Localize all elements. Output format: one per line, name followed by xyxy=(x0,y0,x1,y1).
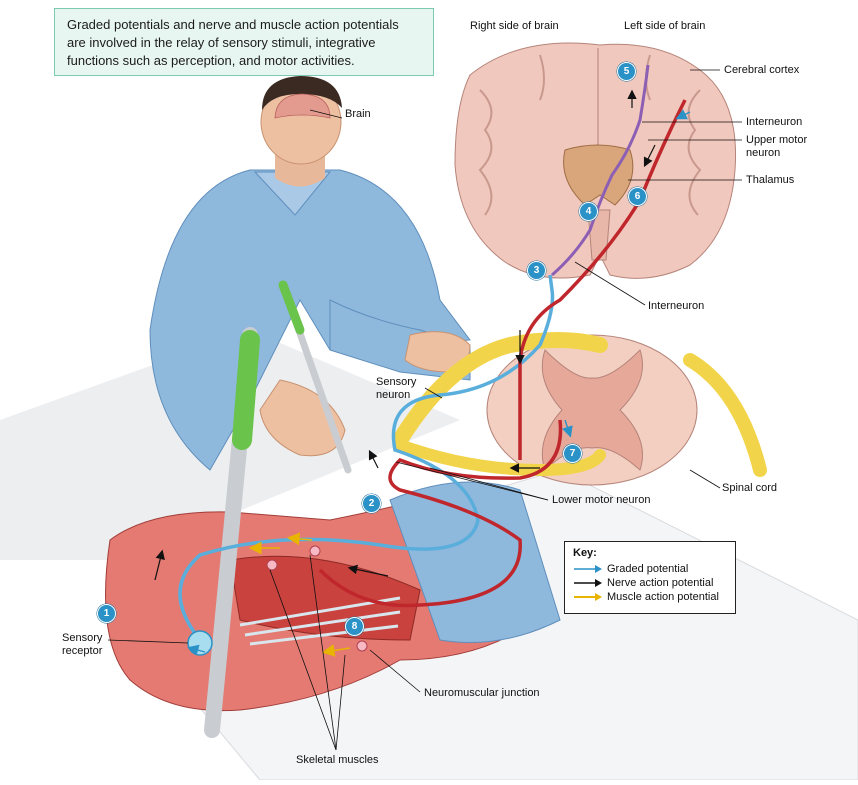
spinal-gray-matter xyxy=(541,349,643,471)
sensory-receptor-bulb xyxy=(187,630,213,656)
man-brain-visible xyxy=(274,93,331,119)
man-shirt xyxy=(149,169,471,471)
label-upper-motor-neuron: Upper motor neuron xyxy=(746,134,808,159)
step-badge-7: 7 xyxy=(563,444,582,463)
label-interneuron-top: Interneuron xyxy=(746,116,803,128)
man-hair xyxy=(262,76,342,110)
arrow-muscle-2 xyxy=(286,532,313,546)
nmj-3 xyxy=(356,640,368,652)
graded-arrow-icon xyxy=(574,565,602,573)
nmj-1 xyxy=(266,559,278,571)
nerve-dorsal xyxy=(392,332,608,448)
nerve-ventral xyxy=(394,439,606,477)
key-legend: Key: Graded potential Nerve action poten… xyxy=(564,541,736,614)
label-neuromuscular-junction: Neuromuscular junction xyxy=(424,687,540,699)
key-item-nerve: Nerve action potential xyxy=(573,576,727,590)
step-badge-5: 5 xyxy=(617,62,636,81)
label-thalamus: Thalamus xyxy=(746,174,795,186)
thalamus-region xyxy=(563,144,634,206)
label-brain: Brain xyxy=(345,108,371,120)
key-label-muscle: Muscle action potential xyxy=(607,591,719,603)
step-badge-8: 8 xyxy=(345,617,364,636)
brain-gyri xyxy=(478,54,702,216)
pen-back-grip xyxy=(278,280,305,335)
label-lower-motor-neuron: Lower motor neuron xyxy=(552,494,651,506)
label-sensory-neuron: Sensory neuron xyxy=(376,376,417,401)
arrow-muscle-3 xyxy=(321,644,351,657)
arrow-nerve-7 xyxy=(154,549,165,581)
forearm-sleeve xyxy=(389,481,561,643)
lower-motor-neuron-path xyxy=(318,419,563,608)
leader-lines xyxy=(107,69,742,751)
label-cerebral-cortex: Cerebral cortex xyxy=(724,64,800,76)
step-badge-6: 6 xyxy=(628,187,647,206)
sensory-neuron-path xyxy=(178,274,555,642)
label-left-side-of-brain: Left side of brain xyxy=(624,20,706,32)
label-right-side-of-brain: Right side of brain xyxy=(470,20,559,32)
arrow-nerve-4 xyxy=(643,144,656,168)
key-label-nerve: Nerve action potential xyxy=(607,577,714,589)
step-badge-4: 4 xyxy=(579,202,598,221)
label-skeletal-muscles: Skeletal muscles xyxy=(296,754,379,766)
label-spinal-cord: Spinal cord xyxy=(722,482,778,494)
nerve-arrow-icon xyxy=(574,579,602,587)
step-badge-2: 2 xyxy=(362,494,381,513)
key-item-graded: Graded potential xyxy=(573,562,727,576)
key-title: Key: xyxy=(573,547,597,559)
key-label-graded: Graded potential xyxy=(607,563,689,575)
pen-front-grip xyxy=(232,330,260,450)
nerve-right xyxy=(683,353,767,477)
arrow-nerve-1 xyxy=(368,449,379,469)
upper-motor-neuron-path xyxy=(518,99,687,460)
desk xyxy=(0,330,460,560)
step-badge-3: 3 xyxy=(527,261,546,280)
key-item-muscle: Muscle action potential xyxy=(573,590,727,604)
arrow-nerve-6 xyxy=(347,564,389,577)
label-interneuron-bottom: Interneuron xyxy=(648,300,705,312)
arrow-graded-1 xyxy=(675,109,691,120)
interneuron-path xyxy=(551,64,650,277)
muscle-arrow-icon xyxy=(574,593,602,601)
arrow-graded-2 xyxy=(562,419,573,438)
intro-text-box: Graded potentials and nerve and muscle a… xyxy=(54,8,434,76)
arrow-graded-3 xyxy=(187,644,206,656)
label-sensory-receptor: Sensory receptor xyxy=(62,632,103,657)
nmj-2 xyxy=(309,545,321,557)
step-badge-1: 1 xyxy=(97,604,116,623)
